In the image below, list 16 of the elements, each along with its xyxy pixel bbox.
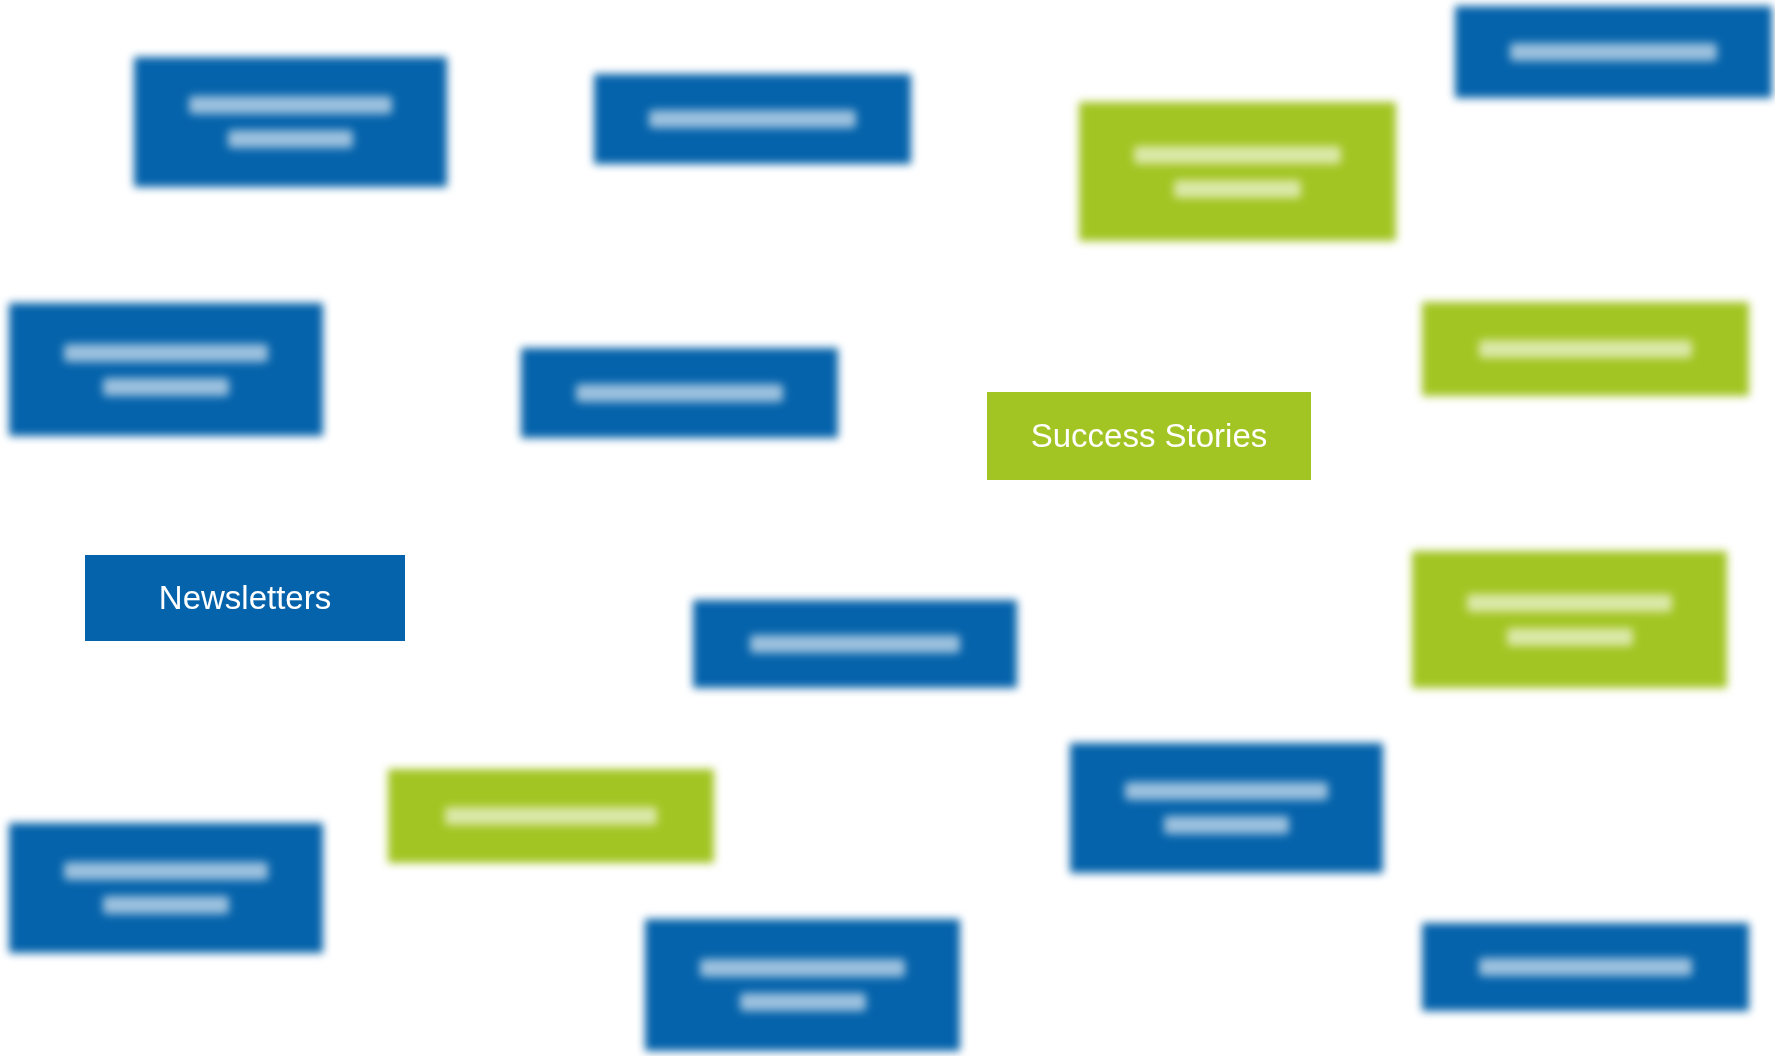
blurred-box (9, 823, 323, 953)
blurred-box (693, 600, 1017, 688)
blurred-box (134, 57, 447, 187)
blurred-box (521, 348, 838, 438)
blurred-box (388, 769, 714, 863)
label-box: Success Stories (987, 392, 1311, 480)
blurred-box (645, 919, 960, 1051)
blurred-box (1070, 743, 1383, 873)
blurred-box (9, 303, 323, 436)
blurred-box (1422, 302, 1749, 396)
blurred-box (1412, 551, 1727, 688)
label-box: Newsletters (85, 555, 405, 641)
blurred-box (1422, 923, 1749, 1011)
blurred-box (594, 74, 911, 164)
blurred-box (1079, 102, 1396, 241)
blurred-box (1455, 6, 1772, 98)
